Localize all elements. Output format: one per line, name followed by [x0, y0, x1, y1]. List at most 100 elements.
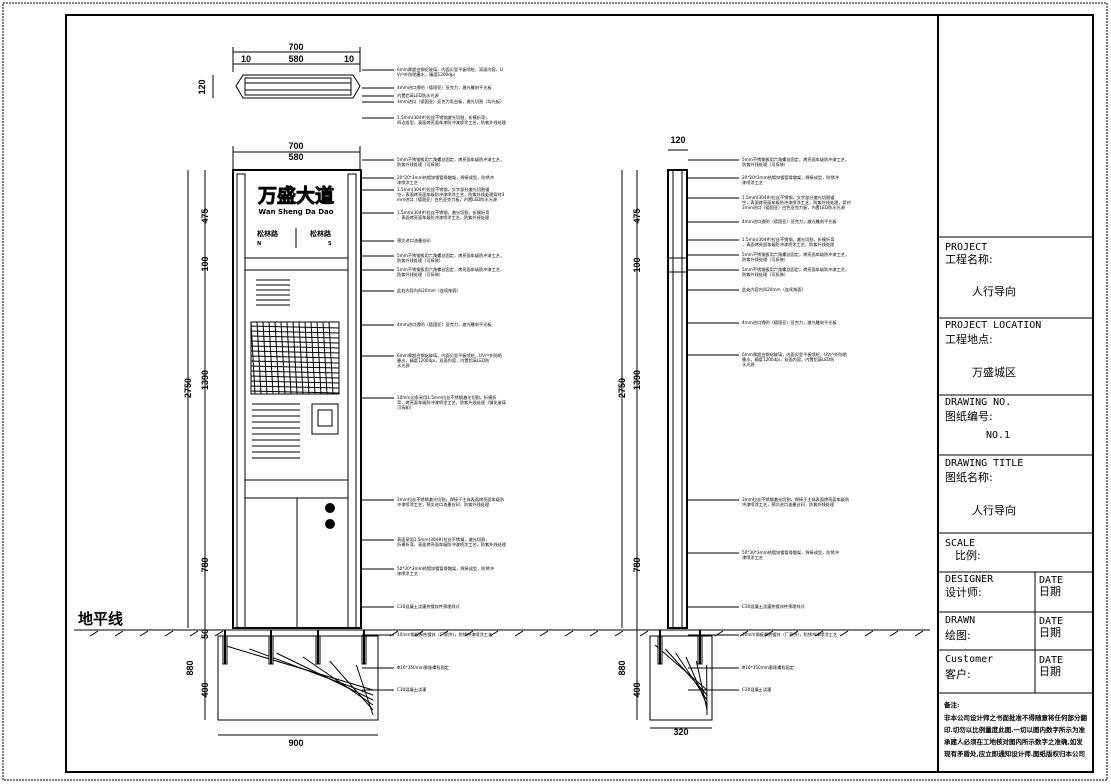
svg-text:图纸名称:: 图纸名称: [945, 470, 993, 484]
annotation-text: 6mm厚超白钢化玻璃，内面贝里平板喷绘，UV户外防晒 [397, 352, 502, 359]
annotation-text: 5mm不锈钢扳用六角螺丝固定，烤亮面车级防冲漆工艺， [742, 156, 849, 163]
svg-text:N: N [257, 241, 261, 247]
annotation-text: 水光源 [397, 362, 410, 369]
annotation-text: 1.5mm(304#)拉丝不锈钢，文字部分激光切割镂 [397, 186, 489, 193]
annotation-text: 3mm拉丝不锈钢激光切割，焊接于主体表面烤亮面车级防 [397, 496, 504, 503]
svg-text:设计师:: 设计师: [945, 586, 982, 599]
total-height-dim: 2750 [183, 378, 193, 398]
sign-road-right: 松林路 [310, 229, 332, 238]
sign-road-left: 松林路 [257, 229, 279, 238]
drawing-frame [65, 14, 1094, 773]
annotation-text: 防紫外线处理（可拆装） [397, 257, 443, 264]
svg-text:DATE: DATE [1039, 575, 1063, 586]
annotation-text: 防紫外线处理（可拆装） [397, 271, 443, 278]
svg-text:印.切勿以比例量度此图.一切以图内数字所示为准: 印.切勿以比例量度此图.一切以图内数字所示为准 [944, 725, 1086, 734]
ground-label: 地平线 [78, 610, 123, 628]
annotation-text: 弯，烤亮面车级防冲漆喷涂工艺，防紫外线处理（钢化玻璃 [397, 399, 506, 406]
annotation-text: 4mm进口透明（德国亚）亚克力，激光雕刻平光板 [397, 84, 492, 91]
svg-text:320: 320 [673, 727, 688, 737]
annotation-text: 可拆卸） [397, 404, 414, 411]
annotation-text: C30混凝土浇灌热镀锌件预埋样式 [742, 603, 806, 610]
svg-text:DATE: DATE [1039, 655, 1063, 666]
svg-text:日期: 日期 [1039, 585, 1061, 598]
front-annotations: 6mm厚超白钢化玻璃，内面贝里平板喷绘，双面内容，UV户外防晒墨水，精度1200… [362, 66, 507, 693]
svg-text:475: 475 [632, 208, 642, 223]
side-annotations: 5mm不锈钢扳用六角螺丝固定，烤亮面车级防冲漆工艺，防紫外线处理（可拆装）20*… [688, 156, 851, 693]
annotation-text: C30混凝土浇灌 [397, 686, 426, 693]
annotation-text: 6mm厚超白钢化玻璃，内面贝里平板喷绘，UV户外防晒 [742, 351, 847, 358]
plan-depth-dim: 120 [197, 79, 207, 94]
svg-text:1390: 1390 [632, 370, 642, 390]
side-view: 120 320 2750 475 100 1390 780 880 400 [617, 135, 713, 737]
annotation-text: 漆喷涂工艺 [397, 179, 418, 186]
front-view: 700 580 万盛大道 Wan Sheng Da Dao 松林路 松林路 N … [183, 141, 379, 748]
svg-text:DATE: DATE [1039, 616, 1063, 627]
annotation-text: 1.5mm(304#)拉丝不锈钢激光切割，折模折弯， [397, 114, 489, 121]
svg-text:400: 400 [632, 682, 642, 697]
svg-text:100: 100 [200, 256, 210, 271]
sign-map-area [250, 279, 340, 459]
annotation-text: 5mm不锈钢扳用六角螺丝固定，烤亮面车级防冲漆工艺， [397, 266, 504, 273]
svg-text:承建人必须在工地核对图内所示数字之准确,如发: 承建人必须在工地核对图内所示数字之准确,如发 [944, 737, 1083, 746]
plan-width-dim: 700 [288, 42, 303, 52]
annotation-text: Φ16*350mm膨胀螺栓固定 [742, 664, 794, 671]
svg-text:DRAWING NO.: DRAWING NO. [945, 397, 1011, 408]
project-location: 万盛城区 [972, 365, 1016, 379]
project-name: 人行导向 [972, 284, 1016, 298]
annotation-text: 防紫外线处理（可拆装） [397, 161, 443, 168]
annotation-text: 折模折弯，表面烤亮面车级防冲漆喷涂工艺，防紫外线处理 [397, 541, 507, 548]
side-width-dim: 120 [670, 135, 685, 145]
svg-text:客户:: 客户: [945, 667, 971, 681]
svg-text:Customer: Customer [945, 654, 993, 665]
sign-title-cn: 万盛大道 [257, 184, 334, 207]
annotation-text: 50*30*3mm热镀锌镀管骨骼架，焊接成型，防锈冲 [742, 549, 839, 556]
annotation-text: 漆喷涂工艺 [742, 554, 763, 561]
annotation-text: 4mm进口透明（德国亚）亚克力，激光雕刻平光板 [397, 321, 492, 328]
annotation-text: 3mm进口（德国亚）白色亚克力板，内置LED防水光源 [742, 204, 846, 211]
annotation-text: 10mm边条采用1.5mm拉丝不锈钢激光切割，折模折 [397, 394, 497, 401]
annotation-text: 此处内容内凹20mm（连续按面） [742, 286, 806, 293]
annotation-text: 预文进口油墨丝印 [397, 237, 431, 244]
svg-text:2750: 2750 [617, 378, 627, 398]
annotation-text: 50*30*3mm热镀锌镀管骨骼架，焊接成型，防锈冲 [397, 565, 494, 572]
annotation-text: 6mm厚超白钢化玻璃，内面贝里平板喷绘，双面内容，U [397, 66, 503, 73]
annotation-text: 漆喷涂工艺 [397, 570, 418, 577]
annotation-text: 20*20*3mm热镀锌镀管骨骼架，焊接成型，防锈冲 [742, 174, 839, 181]
svg-text:100: 100 [632, 257, 642, 272]
annotation-text: 4mm进口透明（德国亚）亚克力，激光雕刻平光板 [742, 319, 837, 326]
svg-text:580: 580 [288, 152, 303, 162]
svg-text:备注:: 备注: [943, 700, 959, 709]
svg-text:DESIGNER: DESIGNER [945, 574, 994, 585]
annotation-text: 10mm钢板厚热镀锌（厂家供），防锈冲漆喷涂工艺 [742, 631, 837, 638]
annotation-text: 5mm不锈钢扳用六角螺丝固定，烤亮面车级防冲漆工艺， [397, 156, 504, 163]
annotation-text: 1.5mm(304#)拉丝不锈钢，文字部分激光切割镂 [742, 194, 834, 201]
annotation-text: 表面采用1.5mm(304#)拉丝不锈钢，激光切割， [397, 536, 489, 543]
annotation-text: 5mm不锈钢扳用六角螺丝固定，烤亮面车级防冲漆工艺， [742, 266, 849, 273]
svg-text:日期: 日期 [1039, 626, 1061, 639]
foundation [222, 630, 374, 716]
annotation-text: 内置铝高LED防水光源 [397, 92, 440, 99]
annotation-text: 3mm进口（德国亚）亚克力乳白板，激光切割（均光板） [397, 98, 504, 105]
svg-text:SCALE: SCALE [945, 538, 975, 549]
annotation-text: 水光源 [742, 361, 755, 368]
svg-text:现有矛盾处,应立即通知设计师.图纸版权归本公司: 现有矛盾处,应立即通知设计师.图纸版权归本公司 [944, 749, 1085, 758]
svg-text:S: S [328, 241, 332, 247]
svg-text:PROJECT: PROJECT [945, 242, 987, 253]
drawing-number: NO.1 [986, 430, 1010, 441]
annotation-text: 5mm不锈钢扳用六角螺丝固定，烤亮面车级防冲漆工艺， [397, 252, 504, 259]
annotation-text: 20*20*3mm热镀锌镀管骨骼架，焊接成型，防锈冲 [397, 174, 494, 181]
annotation-text: 冲漆喷涂工艺，预文进口油墨丝印，防紫外线处理 [397, 501, 490, 508]
annotation-text: 墨水，精度1200dpi，双面内容，内置铝高LED防 [742, 356, 834, 363]
annotation-text: 防紫外线处理（可拆装） [742, 161, 788, 168]
foundation-width-dim: 900 [288, 738, 303, 748]
annotation-text: 四边成型，表面烤亮面车漆防冲漆喷涂工艺，防紫外线处理 [397, 119, 507, 126]
svg-text:780: 780 [200, 557, 210, 572]
annotation-text: 4mm进口透明（德国亚）亚克力，激光雕刻平光板 [742, 218, 837, 225]
annotation-text: 漆喷涂工艺 [742, 179, 763, 186]
foundation [654, 630, 708, 716]
sign-title-en: Wan Sheng Da Dao [258, 208, 333, 216]
annotation-text: 5mm不锈钢扳用六角螺丝固定，烤亮面车级防冲漆工艺， [742, 251, 849, 258]
svg-text:10: 10 [344, 54, 354, 64]
